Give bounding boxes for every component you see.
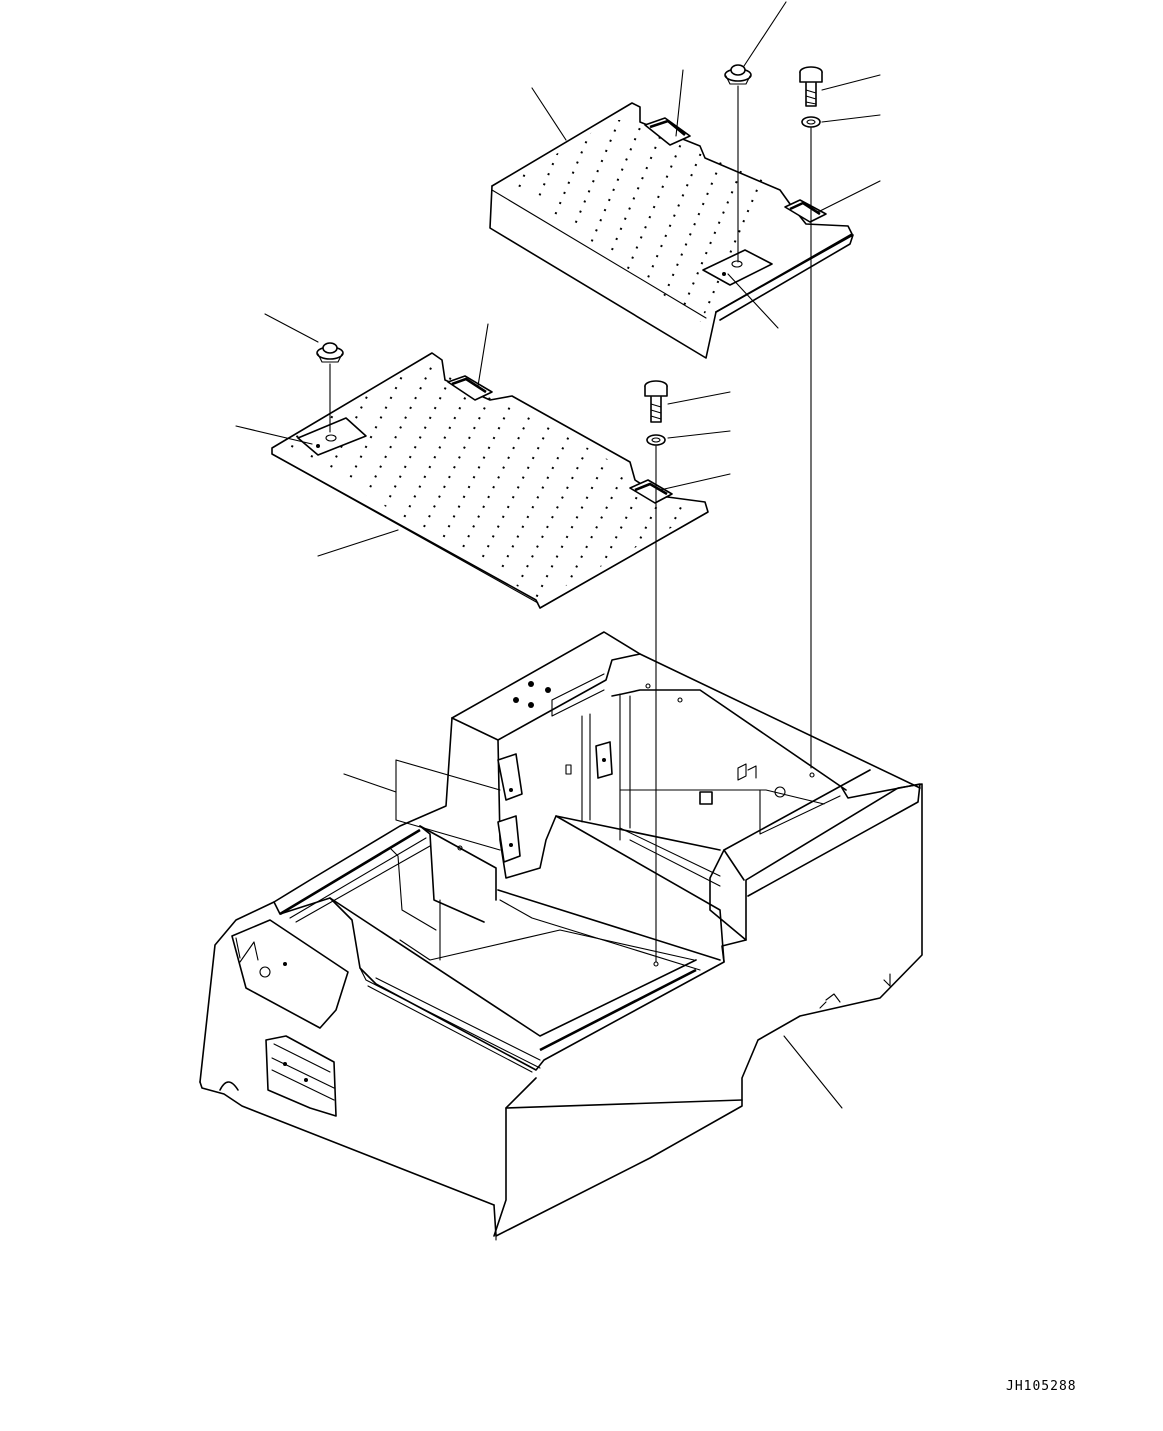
- lower-nut: [316, 342, 344, 363]
- upper-bolt: [799, 66, 823, 107]
- drawing-id-code: JH105288: [1006, 1379, 1077, 1394]
- upper-washer: [801, 116, 821, 128]
- lower-bolt: [644, 380, 668, 423]
- console-body: [199, 631, 923, 1241]
- upper-cover-plate: [489, 102, 854, 359]
- assembly-axis-lines: [329, 85, 812, 963]
- upper-nut: [724, 64, 752, 85]
- lower-washer: [646, 434, 666, 446]
- leader-lines: [235, 1, 881, 1109]
